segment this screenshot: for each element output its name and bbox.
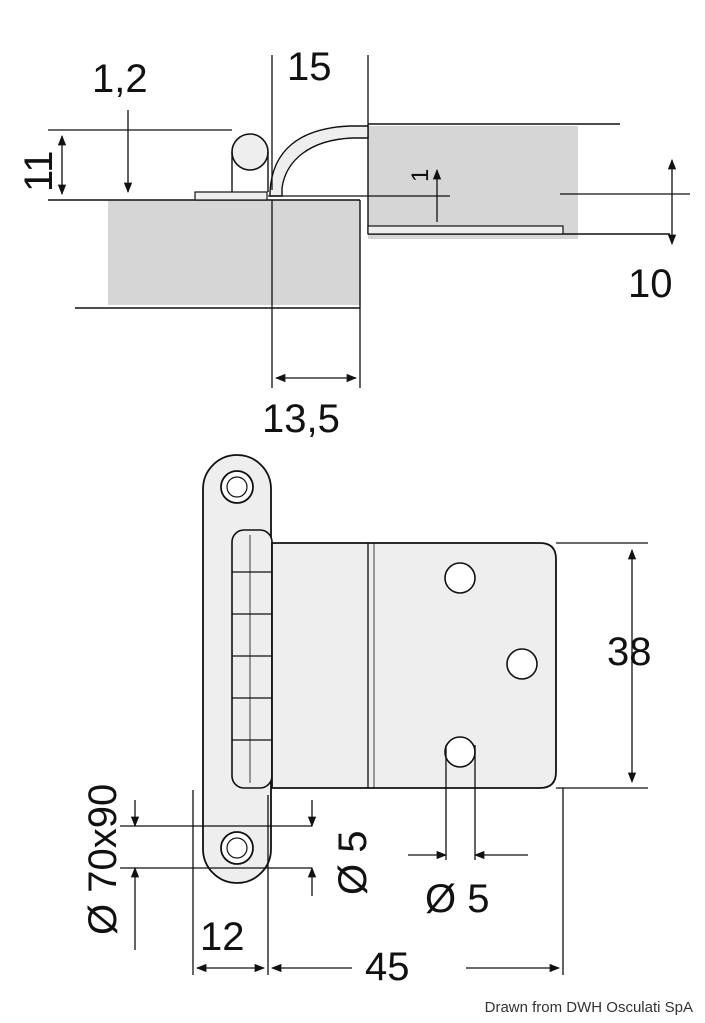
hinge-cranked-leaf [269, 125, 369, 197]
dim-d70x90-label: Ø 70x90 [81, 784, 125, 935]
screw-hole-top [220, 470, 254, 504]
hinge-square-leaf [271, 542, 557, 789]
hinge-knuckle [231, 133, 269, 171]
credit-caption: Drawn from DWH Osculati SpA [484, 999, 693, 1016]
dim-10-label: 10 [628, 262, 673, 306]
screw-hole-bottom [220, 831, 254, 865]
dim-12-label: 12 [200, 915, 245, 959]
dim-15-label: 15 [287, 45, 332, 89]
dim-45-label: 45 [365, 945, 410, 989]
dim-1-label: 1 [407, 169, 434, 182]
left-wood-panel [108, 200, 360, 305]
dim-38-label: 38 [607, 630, 652, 674]
leaf-hole-1 [444, 562, 476, 594]
right-wood-panel [368, 126, 578, 239]
dim-1-2-label: 1,2 [92, 57, 148, 101]
dim-d5-vertical-label: Ø 5 [331, 831, 375, 895]
front-view: 38 Ø 5 Ø 5 Ø 70x90 12 45 [81, 454, 652, 989]
dim-11-label: 11 [17, 150, 61, 192]
leaf-hole-3 [444, 736, 476, 768]
side-view: 1,2 15 11 1 10 13,5 [17, 45, 690, 441]
hinge-knuckle-column [231, 529, 273, 789]
hinge-leaf-left [194, 191, 268, 201]
dim-d5-horizontal-label: Ø 5 [425, 877, 489, 921]
dim-13-5-label: 13,5 [262, 397, 340, 441]
leaf-hole-2 [506, 648, 538, 680]
hinge-leaf-right [367, 225, 564, 235]
